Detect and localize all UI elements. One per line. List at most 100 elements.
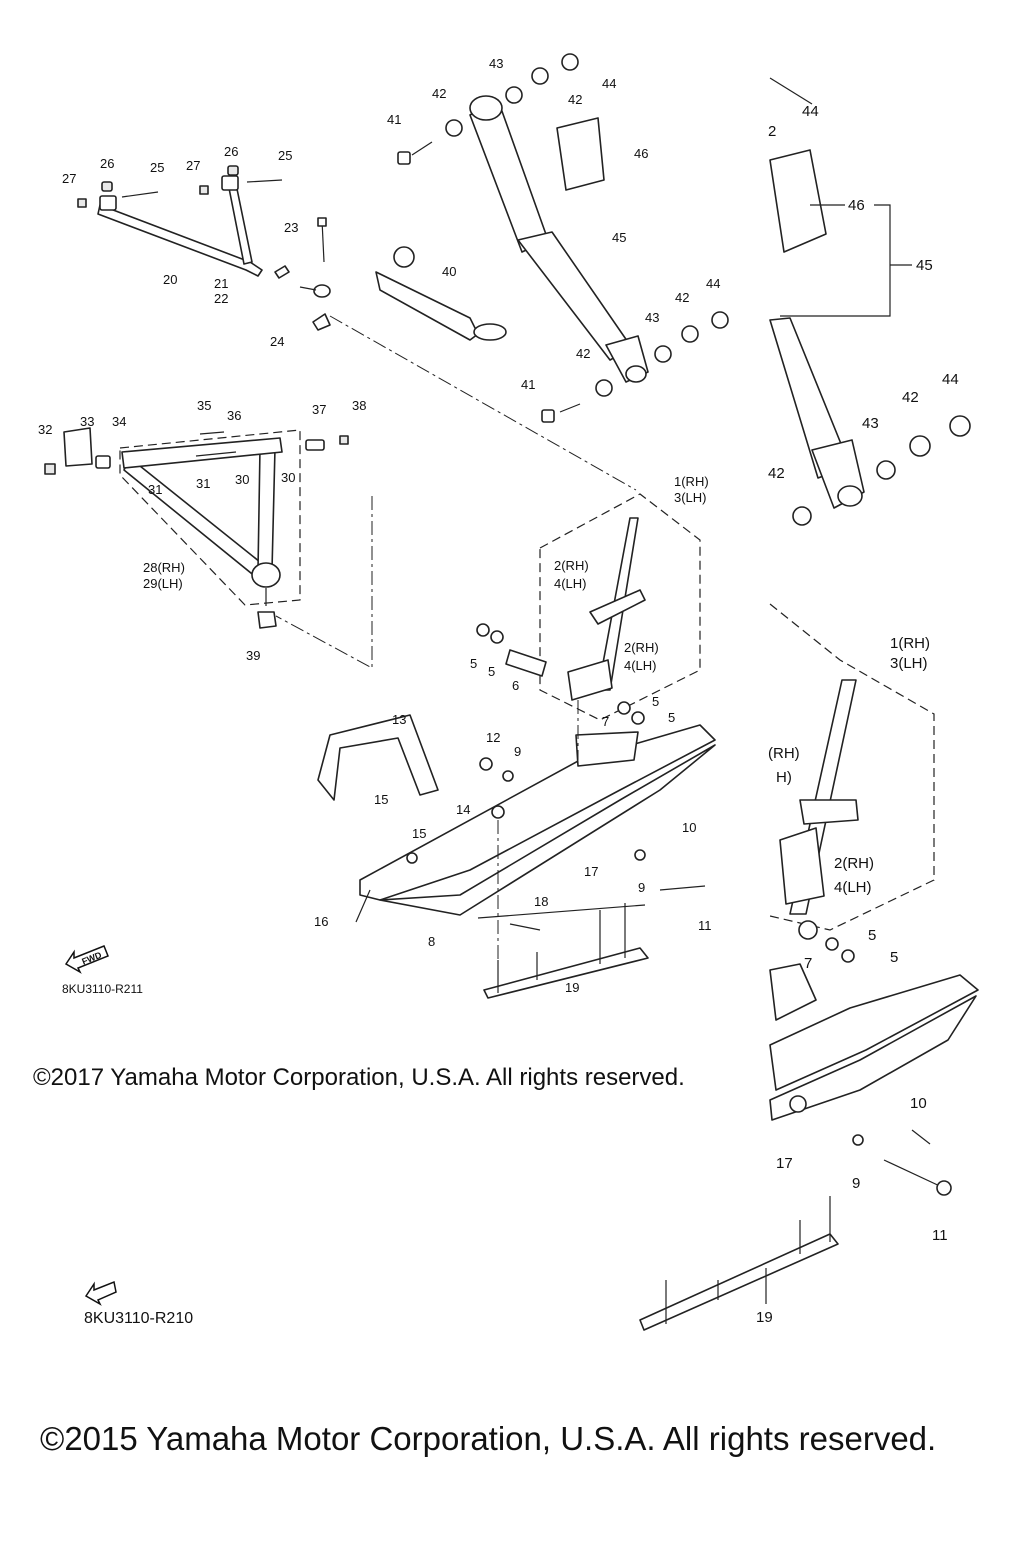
callout-2-frag: 2 (768, 123, 776, 140)
callout-43b: 43 (645, 310, 659, 325)
callout-10: 10 (682, 820, 696, 835)
callout-41b: 41 (521, 377, 535, 392)
callout-5e: 5 (868, 927, 876, 944)
callout-35: 35 (197, 398, 211, 413)
callout-44c: 44 (802, 103, 819, 120)
callout-30a: 30 (235, 472, 249, 487)
callout-27a: 27 (62, 171, 76, 186)
fwd-arrow-icon: FWD (64, 945, 109, 974)
callout-44a: 44 (602, 76, 616, 91)
callout-43c: 43 (862, 415, 879, 432)
fwd-arrow-icon-partial (84, 1280, 117, 1306)
callout-rh-frag: (RH) (768, 745, 800, 762)
callout-7b: 7 (804, 955, 812, 972)
callout-44b: 44 (706, 276, 720, 291)
callout-h-frag: H) (776, 769, 792, 786)
callout-2rh-b: 2(RH) (624, 640, 659, 655)
callout-40: 40 (442, 264, 456, 279)
callout-17: 17 (584, 864, 598, 879)
leader-line (329, 315, 637, 491)
callout-18: 18 (534, 894, 548, 909)
callout-42e: 42 (902, 389, 919, 406)
callout-2rh: 2(RH) (554, 558, 589, 573)
a-arm-assembly (44, 427, 349, 629)
callout-45b: 45 (916, 257, 933, 274)
callout-6: 6 (512, 678, 519, 693)
callout-3lh-b: 3(LH) (890, 655, 928, 672)
shock-absorber-left (397, 53, 729, 423)
callout-9c: 9 (852, 1175, 860, 1192)
callout-44d: 44 (942, 371, 959, 388)
callout-22: 22 (214, 291, 228, 306)
callout-16: 16 (314, 914, 328, 929)
callout-4lh-c: 4(LH) (834, 879, 872, 896)
callout-33: 33 (80, 414, 94, 429)
callout-9a: 9 (514, 744, 521, 759)
callout-25b: 25 (278, 148, 292, 163)
fwd-label: FWD (80, 950, 103, 967)
callout-5b: 5 (488, 664, 495, 679)
callout-37: 37 (312, 402, 326, 417)
callout-20: 20 (163, 272, 177, 287)
callout-29lh: 29(LH) (143, 576, 183, 591)
enlarged-view (639, 77, 979, 1331)
callout-5a: 5 (470, 656, 477, 671)
ski-assembly (317, 714, 716, 999)
callout-12: 12 (486, 730, 500, 745)
callout-42c: 42 (675, 290, 689, 305)
callout-36: 36 (227, 408, 241, 423)
callout-30b: 30 (281, 470, 295, 485)
callout-14: 14 (456, 802, 470, 817)
callout-43a: 43 (489, 56, 503, 71)
callout-17b: 17 (776, 1155, 793, 1172)
callout-5f: 5 (890, 949, 898, 966)
callout-46: 46 (634, 146, 648, 161)
callout-7: 7 (602, 714, 609, 729)
callout-45: 45 (612, 230, 626, 245)
diagram-code-r211: 8KU3110-R211 (62, 982, 143, 996)
callout-28rh: 28(RH) (143, 560, 185, 575)
copyright-2015: ©2015 Yamaha Motor Corporation, U.S.A. A… (40, 1420, 937, 1457)
callout-26b: 26 (224, 144, 238, 159)
callout-8: 8 (428, 934, 435, 949)
callout-4lh-b: 4(LH) (624, 658, 657, 673)
callout-9b: 9 (638, 880, 645, 895)
callout-39: 39 (246, 648, 260, 663)
callout-42d: 42 (576, 346, 590, 361)
callout-11: 11 (698, 918, 712, 933)
callout-41a: 41 (387, 112, 401, 127)
callout-15a: 15 (374, 792, 388, 807)
callout-19b: 19 (756, 1309, 773, 1326)
callout-1rh: 1(RH) (674, 474, 709, 489)
callout-23: 23 (284, 220, 298, 235)
callout-5d: 5 (668, 710, 675, 725)
callout-5c: 5 (652, 694, 659, 709)
callout-1rh-b: 1(RH) (890, 635, 930, 652)
steering-arm (375, 246, 507, 341)
callout-34: 34 (112, 414, 126, 429)
callout-11b: 11 (932, 1227, 948, 1244)
callout-31a: 31 (148, 482, 162, 497)
callout-24: 24 (270, 334, 284, 349)
callout-42a: 42 (432, 86, 446, 101)
callout-42b: 42 (568, 92, 582, 107)
callout-19: 19 (565, 980, 579, 995)
callout-38: 38 (352, 398, 366, 413)
callout-32: 32 (38, 422, 52, 437)
leader-line (275, 496, 373, 669)
callout-10b: 10 (910, 1095, 927, 1112)
callout-26a: 26 (100, 156, 114, 171)
spindle-assembly (476, 493, 701, 725)
tie-rod-assembly (77, 165, 331, 331)
callout-31b: 31 (196, 476, 210, 491)
callout-46b: 46 (848, 197, 865, 214)
diagram-code-r210: 8KU3110-R210 (84, 1310, 194, 1327)
callout-15b: 15 (412, 826, 426, 841)
callout-4lh: 4(LH) (554, 576, 587, 591)
callout-27b: 27 (186, 158, 200, 173)
copyright-2017: ©2017 Yamaha Motor Corporation, U.S.A. A… (33, 1064, 685, 1091)
callout-labels: 1(RH) 3(LH) 2(RH) 4(LH) 2(RH) 4(LH) 5 5 … (38, 56, 959, 1326)
callout-13: 13 (392, 712, 406, 727)
